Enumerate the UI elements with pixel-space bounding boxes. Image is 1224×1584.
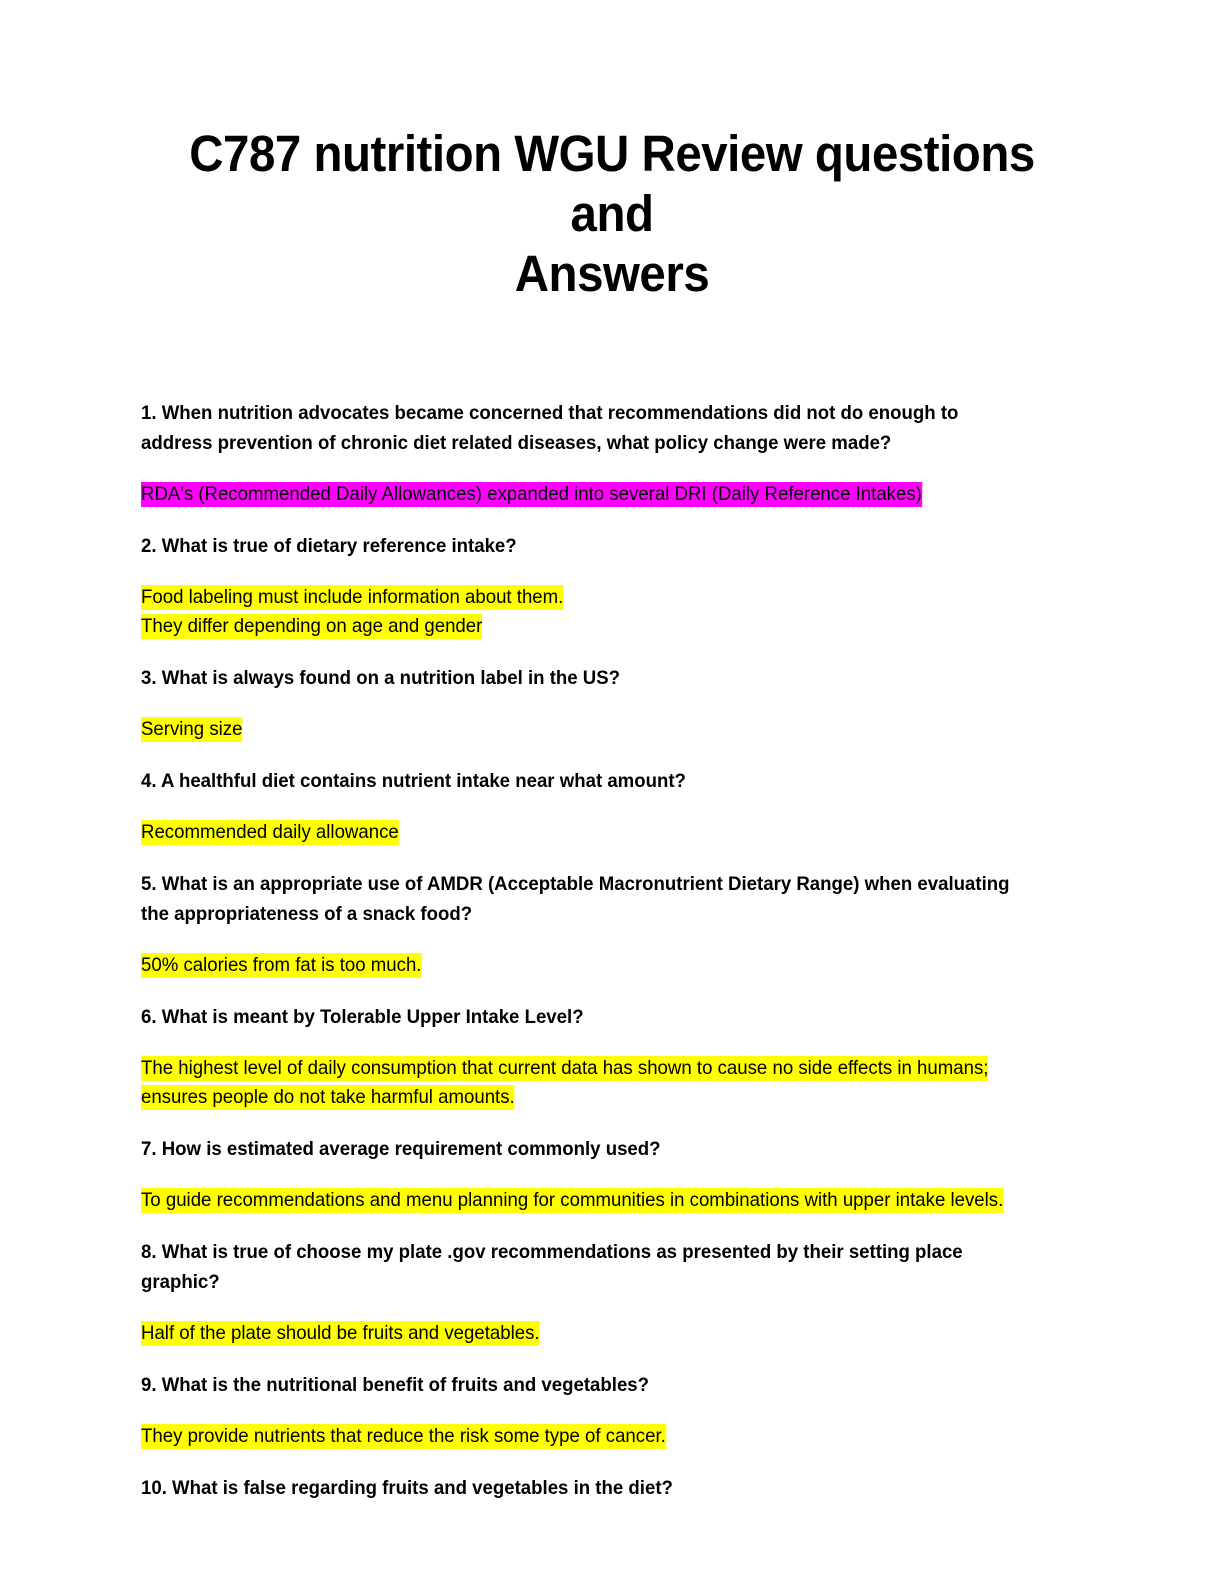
answer-text: They provide nutrients that reduce the r… (141, 1422, 1022, 1451)
question-text: 4. A healthful diet contains nutrient in… (141, 770, 686, 792)
answer-text: Half of the plate should be fruits and v… (141, 1319, 1022, 1348)
qa-block: 6. What is meant by Tolerable Upper Inta… (141, 1002, 1063, 1112)
question-text: 1. When nutrition advocates became conce… (141, 402, 959, 454)
answer-highlight-magenta: RDA's (Recommended Daily Allowances) exp… (141, 482, 922, 507)
answer-text: RDA's (Recommended Daily Allowances) exp… (141, 480, 1022, 509)
qa-block: 10. What is false regarding fruits and v… (141, 1473, 1063, 1503)
qa-block: 9. What is the nutritional benefit of fr… (141, 1370, 1063, 1451)
question-text: 7. How is estimated average requirement … (141, 1138, 661, 1160)
answer-highlight-yellow: The highest level of daily consumption t… (141, 1056, 989, 1110)
qa-block: 4. A healthful diet contains nutrient in… (141, 766, 1063, 847)
qa-block: 3. What is always found on a nutrition l… (141, 663, 1063, 744)
question-text: 2. What is true of dietary reference int… (141, 535, 517, 557)
answer-highlight-yellow: They differ depending on age and gender (141, 614, 483, 639)
question-text: 10. What is false regarding fruits and v… (141, 1477, 673, 1499)
answer-highlight-yellow: Recommended daily allowance (141, 820, 399, 845)
page-title: C787 nutrition WGU Review questions and … (43, 0, 1181, 305)
answer-text: 50% calories from fat is too much. (141, 951, 1022, 980)
qa-list: 1. When nutrition advocates became conce… (141, 398, 1063, 1525)
qa-block: 7. How is estimated average requirement … (141, 1134, 1063, 1215)
qa-block: 2. What is true of dietary reference int… (141, 531, 1063, 641)
answer-highlight-yellow: To guide recommendations and menu planni… (141, 1188, 1004, 1213)
qa-block: 8. What is true of choose my plate .gov … (141, 1237, 1063, 1348)
question-text: 3. What is always found on a nutrition l… (141, 667, 621, 689)
answer-highlight-yellow: Food labeling must include information a… (141, 585, 564, 610)
answer-highlight-yellow: They provide nutrients that reduce the r… (141, 1424, 666, 1449)
question-text: 9. What is the nutritional benefit of fr… (141, 1374, 650, 1396)
answer-text: The highest level of daily consumption t… (141, 1054, 1022, 1112)
question-text: 5. What is an appropriate use of AMDR (A… (141, 873, 1010, 925)
answer-text: Recommended daily allowance (141, 818, 1022, 847)
page-title-line-1: C787 nutrition WGU Review questions and (189, 125, 1035, 243)
answer-highlight-yellow: Serving size (141, 717, 243, 742)
page-title-line-2: Answers (514, 245, 710, 303)
answer-text: To guide recommendations and menu planni… (141, 1186, 1022, 1215)
answer-highlight-yellow: Half of the plate should be fruits and v… (141, 1321, 540, 1346)
qa-block: 5. What is an appropriate use of AMDR (A… (141, 869, 1063, 980)
answer-text: Food labeling must include information a… (141, 583, 1022, 612)
question-text: 6. What is meant by Tolerable Upper Inta… (141, 1006, 584, 1028)
question-text: 8. What is true of choose my plate .gov … (141, 1241, 963, 1293)
answer-text: They differ depending on age and gender (141, 612, 1022, 641)
qa-block: 1. When nutrition advocates became conce… (141, 398, 1063, 509)
answer-text: Serving size (141, 715, 1022, 744)
answer-highlight-yellow: 50% calories from fat is too much. (141, 953, 422, 978)
